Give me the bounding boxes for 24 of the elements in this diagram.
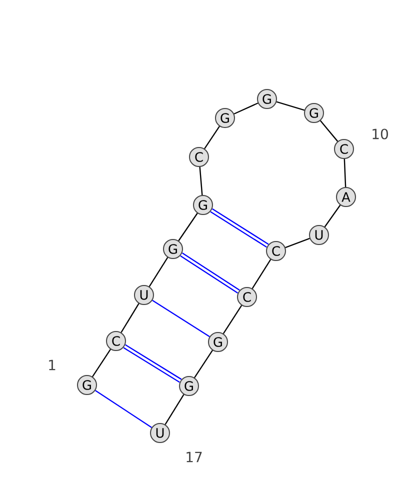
- backbone-line: [92, 349, 111, 377]
- backbone-line: [148, 257, 168, 287]
- backbone-line: [344, 158, 346, 188]
- backbone-line: [194, 350, 213, 378]
- position-number: 17: [186, 452, 202, 462]
- backbone-line: [164, 394, 184, 425]
- base-pair-line: [95, 390, 152, 428]
- backbone-line: [320, 120, 338, 142]
- backbone-line: [204, 126, 220, 149]
- backbone-line: [234, 102, 258, 114]
- position-number: 10: [372, 128, 388, 140]
- backbone-line: [222, 305, 242, 334]
- backbone-line: [178, 212, 198, 242]
- backbone-line: [285, 238, 310, 248]
- backbone-line: [120, 303, 140, 333]
- position-number: 1: [49, 360, 56, 370]
- base-pair-line: [180, 252, 240, 294]
- backbone-line: [199, 166, 203, 196]
- base-pair-line: [123, 344, 182, 383]
- backbone-line: [252, 259, 272, 289]
- backbone-line: [276, 101, 305, 111]
- base-pair-line: [152, 300, 210, 338]
- backbone-line: [324, 204, 341, 228]
- base-pair-line: [210, 208, 269, 248]
